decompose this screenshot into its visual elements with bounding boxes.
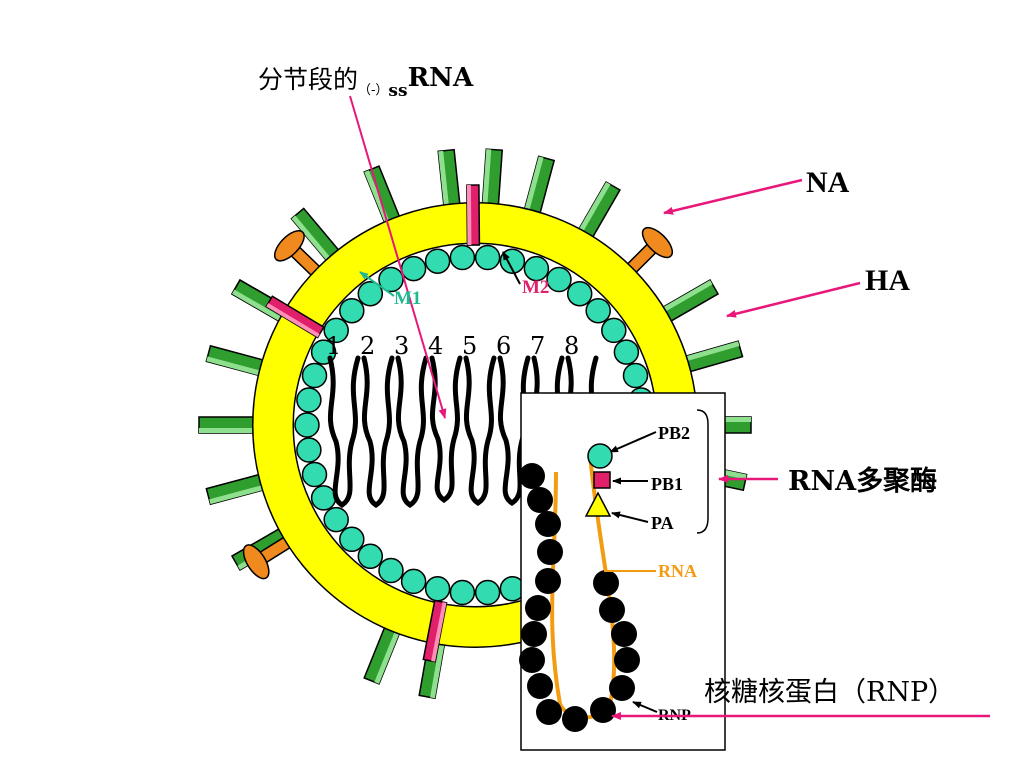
m1-bead [424,576,451,602]
surface-spikes [198,148,752,700]
rna-polymerase-label: RNA多聚酶 [788,466,937,497]
m1-bead [424,248,451,274]
m2-channel [265,295,325,339]
nucleoprotein-bead [537,539,563,565]
rnp-label: 核糖核蛋白（RNP） [704,677,955,708]
segment-number: 4 [428,332,443,360]
m1-bead [585,297,611,324]
nucleoprotein-bead [535,568,561,594]
ha-spike [521,155,556,222]
m1-bead [474,579,501,606]
rnp-pointer-black [632,701,658,713]
m1-bead [378,266,404,293]
m1-bead [622,362,649,389]
ha-spike [205,471,272,506]
polymerase-brace [696,409,709,534]
ha-spike [574,180,621,245]
nucleoprotein-bead [521,621,547,647]
nucleoprotein-bead [593,570,619,596]
ha-spike [655,279,720,326]
nucleoprotein-bead [527,673,553,699]
segment-number: 5 [462,332,477,360]
segmented-rna-pointer [349,95,447,419]
m1-bead [301,362,328,389]
m1-bead [294,412,320,438]
rna-segment [429,355,463,503]
ha-spike [481,148,504,213]
rnp-hairpin [519,454,640,732]
na-label: NA [806,166,850,199]
nucleoprotein-bead [536,699,562,725]
inset-rna-label: RNA [658,561,697,581]
ha-spike [418,633,447,700]
segment-number: 6 [496,332,511,360]
nucleoprotein-bead [614,647,640,673]
m1-bead [339,526,365,553]
m2-channel [422,599,448,663]
segment-number: 7 [530,332,545,360]
pb2-label: PB2 [658,423,690,443]
m1-bead [357,280,384,307]
nucleoprotein-bead [535,511,561,537]
segment-number: 2 [360,332,375,360]
nucleoprotein-bead [590,697,616,723]
pb2-icon [587,443,613,469]
m1-bead [378,557,404,584]
m2-channel [466,184,481,246]
pa-icon [584,491,612,517]
m1-bead [523,255,550,282]
m1-bead [296,437,322,463]
m1-bead [310,485,337,511]
rna-segment [463,355,497,506]
m1-bead [546,266,572,293]
pb2-pointer [609,431,657,453]
m1-bead [400,255,427,282]
nucleoprotein-bead [599,597,625,623]
ha-spike [363,619,404,685]
na-arrow [663,178,803,215]
m1-label: M1 [394,288,421,309]
m2-pointer [502,251,521,285]
m1-bead [296,387,322,413]
pa-label: PA [651,513,674,533]
segment-number: 1 [326,332,341,360]
pb1-label: PB1 [651,474,683,494]
m1-bead [323,506,349,533]
m1-bead [357,543,384,570]
m1-bead [449,244,476,271]
nucleoprotein-bead [611,621,637,647]
pb1-icon [593,471,611,489]
m1-bead [339,297,365,324]
segment-number: 3 [394,332,409,360]
nucleoprotein-bead [562,706,588,732]
rna-segment [361,355,395,508]
rna-segment [327,355,361,508]
m1-bead [449,579,476,606]
pa-pointer [611,511,649,523]
ha-label: HA [865,264,910,297]
rna-segment [395,355,429,508]
m2-label: M2 [522,277,549,298]
m1-bead [400,568,427,595]
m1-bead [301,461,328,488]
m1-bead [323,317,349,344]
segment-number: 8 [564,332,579,360]
nucleoprotein-bead [609,675,635,701]
m1-bead [601,317,627,344]
ha-spike [437,148,462,214]
m1-pointer [359,271,395,297]
m1-bead [613,339,640,365]
m1-bead [474,244,501,271]
ha-spike [198,416,262,434]
nucleoprotein-bead [519,647,545,673]
ha-arrow [726,281,861,318]
segmented-rna-label: 分节段的（-）ssRNA [258,63,474,101]
nucleoprotein-bead [519,463,545,489]
nucleoprotein-bead [527,487,553,513]
m1-bead [566,280,593,307]
m2-channels [265,184,481,663]
nucleoprotein-bead [525,595,551,621]
